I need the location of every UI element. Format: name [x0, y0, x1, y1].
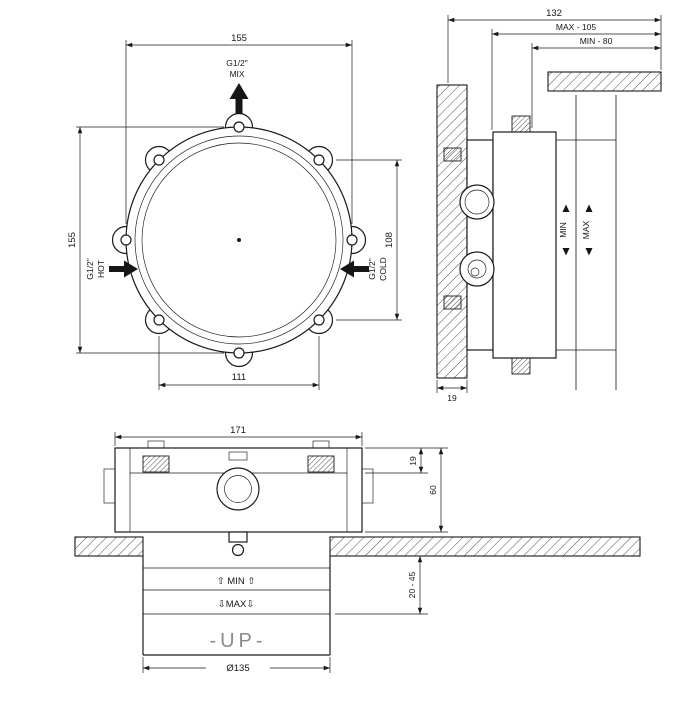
bottom-tab-plan	[228, 531, 248, 543]
hot-flow-arrow-icon	[109, 260, 138, 278]
outlet-port-plan-ring	[224, 475, 252, 503]
up-orientation-label: -UP-	[209, 630, 266, 652]
hot-label: HOT	[96, 260, 106, 278]
dim-hole-diameter: Ø135	[226, 663, 249, 674]
hole-diameter-dimension: Ø135	[142, 657, 331, 674]
ear-hole	[313, 154, 325, 166]
outlet-port-plan	[216, 467, 260, 511]
bottom-tab-hole	[231, 543, 245, 557]
dim-plaster-range: 20 - 45	[407, 571, 417, 598]
mix-flow-arrow-icon	[229, 83, 249, 114]
mix-port: G1/2" MIX	[226, 58, 249, 114]
ear-hole	[153, 154, 165, 166]
side-port-upper-ring	[464, 189, 490, 215]
dim-body-depth: 60	[428, 485, 438, 495]
ear-hole	[153, 314, 165, 326]
side-port-lower	[459, 251, 495, 287]
cold-label: COLD	[378, 257, 388, 281]
right-ear-tab	[361, 468, 374, 504]
left-ear-tab	[103, 468, 116, 504]
dim-width-bottom: 111	[232, 372, 246, 383]
clamp-top	[511, 115, 531, 133]
wall-tab-lower	[443, 295, 462, 310]
clamp-left	[142, 455, 170, 473]
ear-hole	[346, 234, 358, 246]
min-max-range-labels: MIN MAX	[558, 204, 593, 256]
cold-flow-arrow-icon	[340, 260, 369, 278]
top-tab-plan	[228, 451, 248, 461]
ear-hole	[233, 121, 245, 133]
hot-port: G1/2" HOT	[85, 258, 138, 280]
dim-total-depth: 132	[546, 8, 562, 19]
min-depth-band-label: ⇧ MIN ⇧	[217, 576, 256, 587]
wall-section-hatch	[74, 536, 144, 557]
ear-hole	[233, 347, 245, 359]
cold-size-label: G1/2"	[367, 258, 377, 279]
cold-port: G1/2" COLD	[340, 257, 388, 281]
clamp-bottom	[511, 357, 531, 375]
valve-body-inner-ring	[141, 142, 337, 338]
plan-view: 171 ⇧ MIN ⇧ ⇩MAX⇩ -UP- Ø1	[74, 425, 641, 674]
side-port-lower-detail	[470, 267, 480, 277]
down-arrow-icon	[585, 248, 593, 256]
dim-width: 171	[230, 425, 246, 436]
max-depth-band-label: ⇩MAX⇩	[218, 599, 255, 610]
min-range-label: MIN	[558, 222, 568, 238]
dim-width-top: 155	[231, 33, 247, 44]
clamp-screw	[147, 440, 165, 449]
max-range-label: MAX	[581, 220, 591, 239]
valve-body-inner-ring	[134, 135, 344, 345]
wall-section-hatch	[329, 536, 641, 557]
down-arrow-icon	[562, 248, 570, 256]
valve-front-plate	[466, 139, 494, 351]
front-dimensions: 155 155 108 111	[67, 33, 402, 390]
dim-flange: 19	[408, 456, 418, 466]
up-arrow-icon	[585, 204, 593, 212]
side-dimensions: 132 MAX - 105 MIN - 80 19	[436, 8, 662, 403]
hot-size-label: G1/2"	[85, 258, 95, 279]
clamp-right	[307, 455, 335, 473]
dim-max-depth: MAX - 105	[556, 22, 596, 32]
ear-hole	[120, 234, 132, 246]
clamp-screw	[312, 440, 330, 449]
ear-hole	[313, 314, 325, 326]
side-port-lower-ring	[467, 259, 487, 279]
mix-size-label: G1/2"	[226, 58, 247, 68]
wall-tab-upper	[443, 147, 462, 162]
mix-label: MIX	[229, 69, 244, 79]
up-arrow-icon	[562, 204, 570, 212]
dim-wall-plate: 19	[447, 393, 457, 403]
wall-section-hatch	[436, 84, 468, 379]
plan-right-dimensions: 19 60 20 - 45	[335, 447, 448, 615]
dim-min-depth: MIN - 80	[580, 36, 613, 46]
front-view: 155 155 108 111 G1/2" MIX G1/2" HOT	[67, 33, 402, 390]
wall-section-hatch	[547, 71, 662, 92]
side-view: MIN MAX 132 MAX - 105 MIN - 80 19	[436, 8, 662, 403]
dim-height-right: 108	[384, 232, 395, 248]
plan-dim-width: 171	[114, 425, 363, 446]
dim-height-left: 155	[67, 232, 78, 248]
center-mark	[237, 238, 241, 242]
dim-text-mask	[206, 660, 270, 674]
valve-housing	[492, 131, 557, 359]
